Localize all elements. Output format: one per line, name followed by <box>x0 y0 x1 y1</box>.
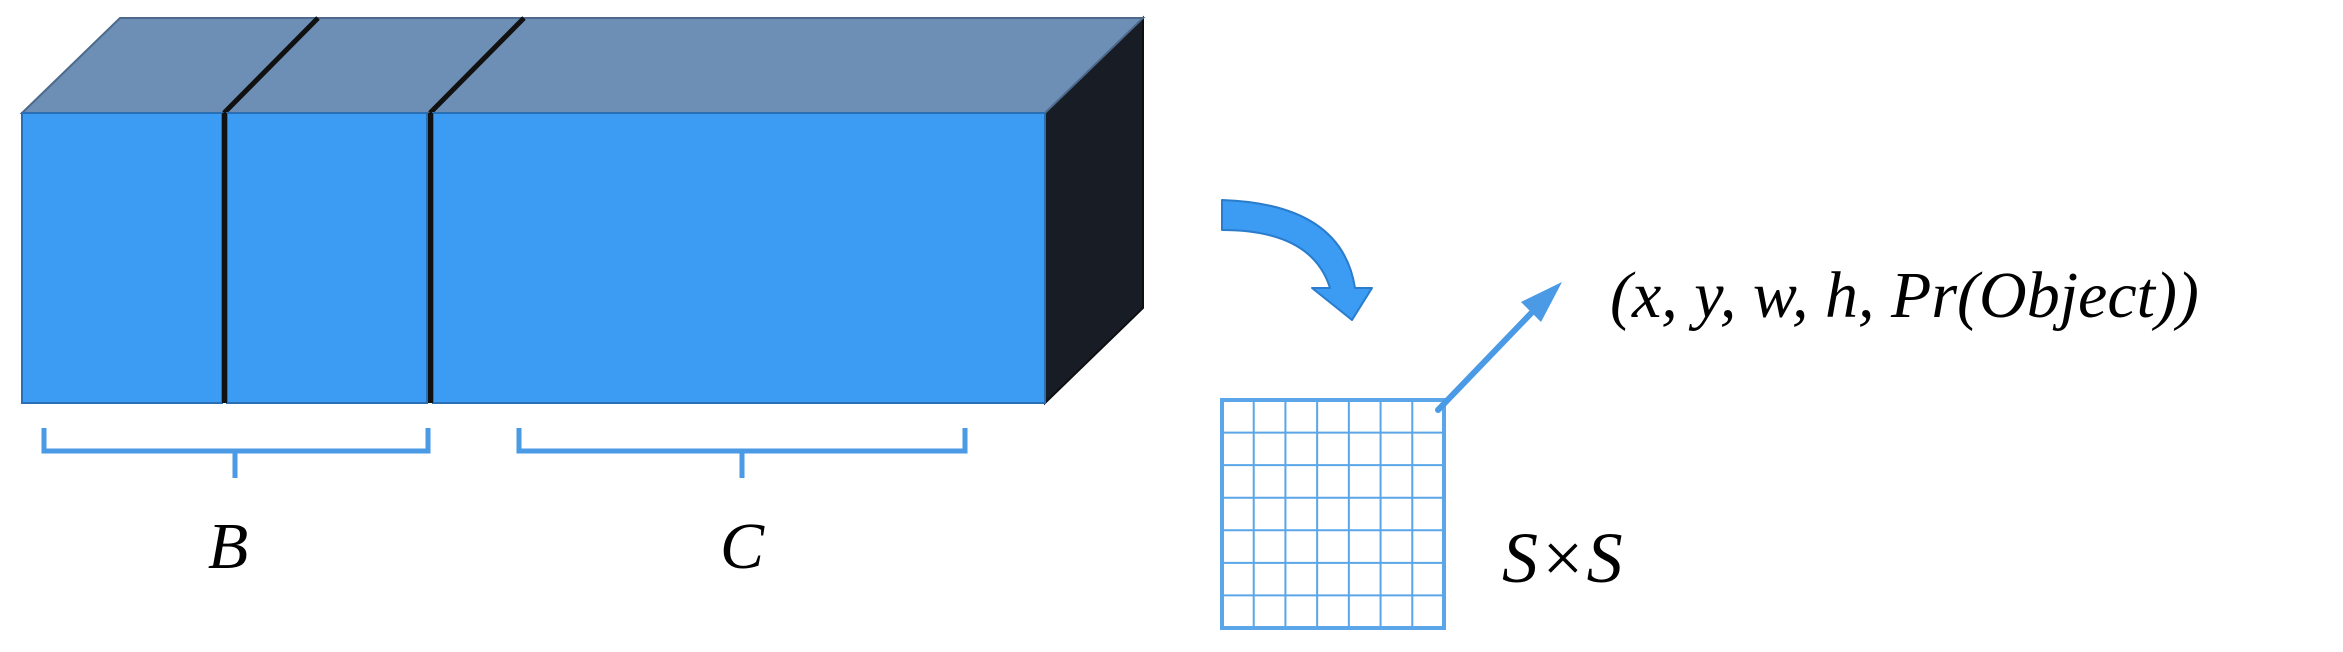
output-tensor-block <box>19 15 1146 406</box>
box-segment-b2 <box>226 112 428 404</box>
label-c: C <box>720 510 765 583</box>
diagonal-arrow-icon <box>1435 282 1562 413</box>
bracket-b <box>41 428 431 478</box>
box-segment-b1 <box>21 112 223 404</box>
top-divider-2 <box>428 16 526 115</box>
top-divider-1 <box>222 16 320 115</box>
tensor-top-face <box>19 17 1146 114</box>
grid-size-label: S×S <box>1502 518 1623 598</box>
cell-output-label: (x, y, w, h, Pr(Object)) <box>1610 259 2199 332</box>
grid-border <box>1220 398 1446 630</box>
box-segment-c <box>432 112 1046 404</box>
bracket-c <box>516 428 968 478</box>
label-b: B <box>208 510 248 583</box>
grid-s-by-s <box>1220 398 1446 630</box>
curved-arrow-icon <box>1221 199 1373 321</box>
